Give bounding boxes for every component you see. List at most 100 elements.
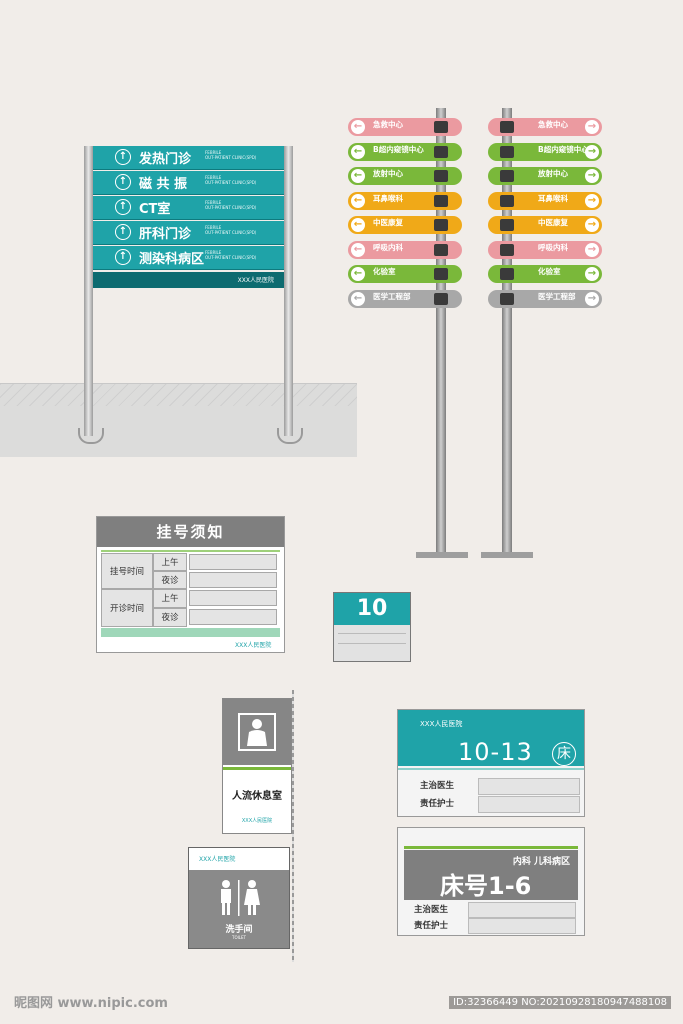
direction-label: 放射中心 [538,169,568,178]
time-slot [189,609,277,625]
direction-pill: →B超内窥镜中心 [488,142,602,161]
bed-sign-2-header: 内科 儿科病区 床号1-6 [404,850,578,900]
lounge-sign: 人流休息室 XXX人民医院 [222,698,292,834]
directory-label: 磁 共 振 [139,177,188,192]
direction-pill: → 呼吸内科 [488,240,602,259]
wall-edge [292,690,294,962]
person-icon [238,713,276,751]
direction-pill: → 急救中心 [488,118,602,136]
right-arrow-icon: → [585,242,599,257]
pole-clamp [434,145,448,158]
directory-row: ↑ 磁 共 振 FEBRILE OUT-PATIENT CLINIC(SPD) [93,171,284,195]
direction-pill: →医学工程部 [488,289,602,308]
right-arrow-icon: → [585,267,599,281]
night-label: 夜诊 [153,608,187,627]
directory-label-en: FEBRILE OUT-PATIENT CLINIC(SPD) [205,150,257,160]
left-arrow-icon: ← [351,144,365,159]
direction-pill: ←化验室 [348,265,462,283]
direction-pill: ←放射中心 [348,167,462,185]
hospital-logo: XXX人民医院 [241,818,273,824]
am-label: 上午 [153,553,187,571]
direction-label: 耳鼻喉科 [373,193,403,203]
direction-pill: ← 医学工程部 [348,289,462,308]
time-slot [189,554,277,570]
pole-clamp [434,121,448,133]
room-badge: 10 [333,592,411,662]
pole-clamp [500,170,514,182]
mint-stripe [101,628,280,637]
direction-pill: ←呼吸内科 [348,240,462,259]
left-arrow-icon: ← [351,291,365,306]
direction-label: 急救中心 [538,120,568,129]
direction-pill: → 化验室 [488,265,602,283]
pole-left [436,108,446,556]
directory-label: 发热门诊 [139,152,192,167]
pole-clamp [500,121,514,133]
post-foot-left [78,428,104,444]
pole-clamp [500,268,514,280]
pole-clamp [434,194,448,207]
pole-clamp [500,145,514,158]
direction-label: B超内窥镜中心 [538,144,589,154]
right-arrow-icon: → [585,169,599,183]
nurse-slot [468,918,576,934]
pole-clamp [434,292,448,305]
restroom-icon [221,880,260,916]
direction-label: 中医康复 [373,218,403,227]
sign-post-right [284,146,293,436]
hospital-logo: XXX人民医院 [199,856,236,863]
direction-label: 呼吸内科 [538,242,568,252]
directory-label-en: FEBRILE OUT-PATIENT CLINIC(SPD) [205,250,257,260]
right-arrow-icon: → [585,144,599,159]
toilet-en: TOILET [232,935,246,940]
pole-clamp [434,268,448,280]
doctor-slot [468,902,576,918]
directory-row: ↑ 发热门诊 FEBRILE OUT-PATIENT CLINIC(SPD) [93,146,284,170]
pole-clamp [500,219,514,231]
direction-label: 耳鼻喉科 [538,193,568,203]
left-arrow-icon: ← [351,120,365,134]
up-arrow-icon: ↑ [115,174,131,190]
dept-label: 内科 儿科病区 [512,857,570,867]
left-arrow-icon: ← [351,169,365,183]
left-arrow-icon: ← [351,242,365,257]
toilet-title: 洗手间 [225,925,253,935]
up-arrow-icon: ↑ [115,149,131,165]
doctor-label: 主治医生 [414,905,449,915]
pole-clamp [500,194,514,207]
direction-label: 化验室 [538,267,561,276]
right-arrow-icon: → [585,218,599,232]
direction-pill: ← B超内窥镜中心 [348,142,462,161]
up-arrow-icon: ↑ [115,249,131,265]
left-arrow-icon: ← [351,267,365,281]
nurse-label: 责任护士 [414,921,449,931]
pole-clamp [500,292,514,305]
doctor-label: 主治医生 [420,781,455,791]
am-label: 上午 [153,589,187,608]
direction-label: 医学工程部 [373,291,411,301]
direction-label: 中医康复 [538,218,568,227]
bed-badge: 床 [552,742,576,766]
pole-right [502,108,512,556]
bed-range: 床号1-6 [440,872,532,900]
direction-label: 急救中心 [373,120,403,129]
direction-pill: ← 中医康复 [348,216,462,234]
watermark-bar: 昵图网 www.nipic.com ID:32366449 NO:2021092… [0,984,683,1024]
left-arrow-icon: ← [351,218,365,232]
left-arrow-icon: ← [351,193,365,208]
time-slot [189,590,277,606]
room-number: 10 [334,593,410,625]
directory-label-en: FEBRILE OUT-PATIENT CLINIC(SPD) [205,225,257,235]
pole-clamp [434,219,448,231]
lounge-icon-panel [223,699,291,765]
post-foot-right [277,428,303,444]
watermark-right: ID:32366449 NO:20210928180947488108 [449,996,671,1009]
direction-pill: →耳鼻喉科 [488,191,602,210]
lounge-title: 人流休息室 [232,791,282,802]
pole-base-right [481,552,533,558]
right-arrow-icon: → [585,120,599,134]
direction-label: B超内窥镜中心 [373,144,424,154]
ground-plane [0,383,357,457]
bed-range: 10-13 [458,738,533,766]
directory-label: 肝科门诊 [139,227,192,242]
